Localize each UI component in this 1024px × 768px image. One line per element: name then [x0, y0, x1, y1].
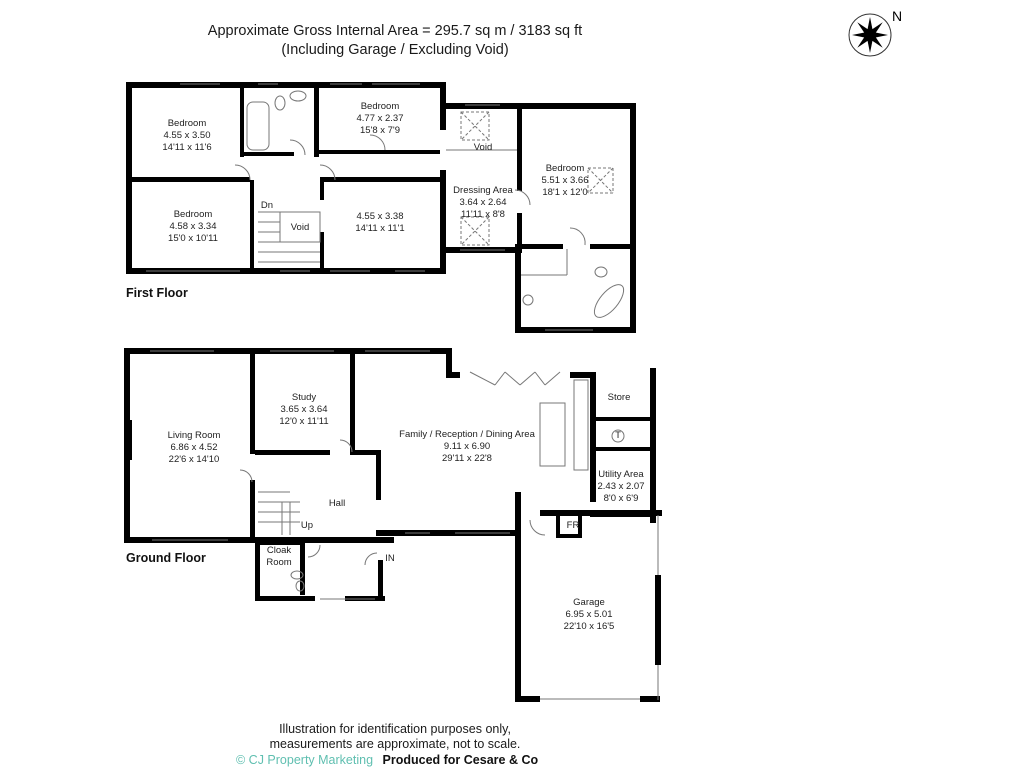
disclaimer-line-1: Illustration for identification purposes…: [279, 722, 511, 736]
produced-for-text: Produced for Cesare & Co: [382, 753, 539, 767]
gross-area-text: Approximate Gross Internal Area = 295.7 …: [207, 23, 583, 39]
hall-label: Hall: [328, 498, 346, 509]
ground-floor-title: Ground Floor: [126, 551, 206, 565]
compass-rose-icon: N: [845, 5, 915, 60]
area-header: Approximate Gross Internal Area = 295.7 …: [0, 22, 790, 60]
tank-label: T: [615, 430, 621, 441]
fridge-label: FR: [566, 520, 580, 531]
credit-line: © CJ Property Marketing Produced for Ces…: [236, 753, 538, 767]
stairs-up-label: Up: [300, 520, 314, 531]
void-label-1: Void: [473, 142, 493, 153]
stairs-down-label: Dn: [260, 200, 274, 211]
entrance-label: IN: [385, 553, 395, 564]
copyright-text: © CJ Property Marketing: [236, 753, 374, 767]
area-note-text: (Including Garage / Excluding Void): [281, 42, 509, 58]
north-label: N: [892, 8, 902, 24]
disclaimer-line-2: measurements are approximate, not to sca…: [269, 737, 521, 751]
first-floor-title: First Floor: [126, 286, 188, 300]
store-label: Store: [607, 392, 631, 403]
void-label-2: Void: [290, 222, 310, 233]
